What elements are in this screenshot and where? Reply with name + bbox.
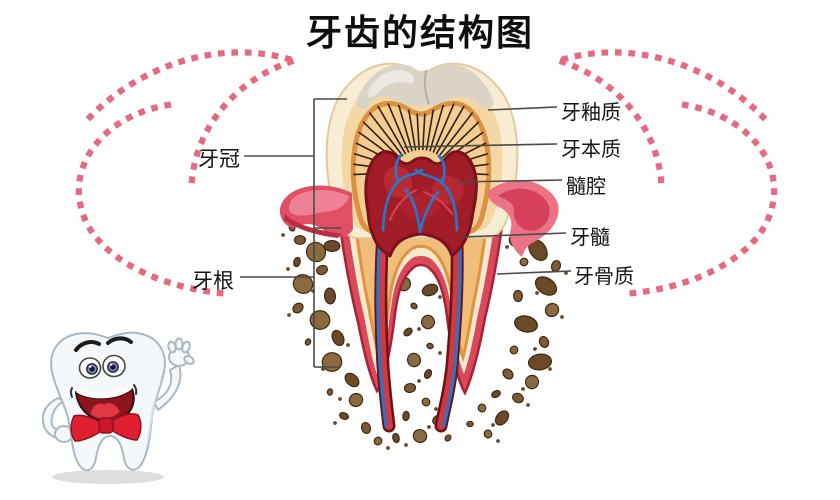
gum-left bbox=[279, 185, 353, 238]
mascot-eyes bbox=[78, 354, 126, 379]
mascot-eyebrows bbox=[74, 336, 133, 352]
cusp-cap bbox=[356, 64, 494, 109]
label-crown: 牙冠 bbox=[198, 148, 240, 171]
gum-right bbox=[488, 180, 559, 257]
label-pulp-cavity: 髓腔 bbox=[566, 176, 606, 198]
root-canal-vessels bbox=[374, 213, 464, 433]
mascot-hand-wave bbox=[167, 337, 195, 367]
pulp-blood-vessels bbox=[381, 153, 459, 234]
label-enamel: 牙釉质 bbox=[561, 102, 621, 124]
label-root: 牙根 bbox=[192, 270, 234, 293]
tooth-root-layers bbox=[336, 210, 506, 433]
label-cementum: 牙骨质 bbox=[574, 266, 634, 288]
mascot-mouth bbox=[70, 384, 138, 423]
mascot-bow-tie bbox=[70, 413, 142, 442]
label-dentin: 牙本质 bbox=[561, 139, 621, 161]
jaw-bone-texture bbox=[281, 224, 568, 450]
label-leader-lines bbox=[240, 98, 572, 368]
page-title: 牙齿的结构图 bbox=[305, 12, 534, 53]
pink-dotted-heart-arcs-icon bbox=[75, 52, 774, 298]
tooth-crown-layers bbox=[325, 62, 519, 258]
label-pulp: 牙髓 bbox=[570, 227, 610, 249]
smiling-tooth-mascot-icon bbox=[41, 331, 195, 484]
pulp-chamber bbox=[364, 150, 478, 258]
